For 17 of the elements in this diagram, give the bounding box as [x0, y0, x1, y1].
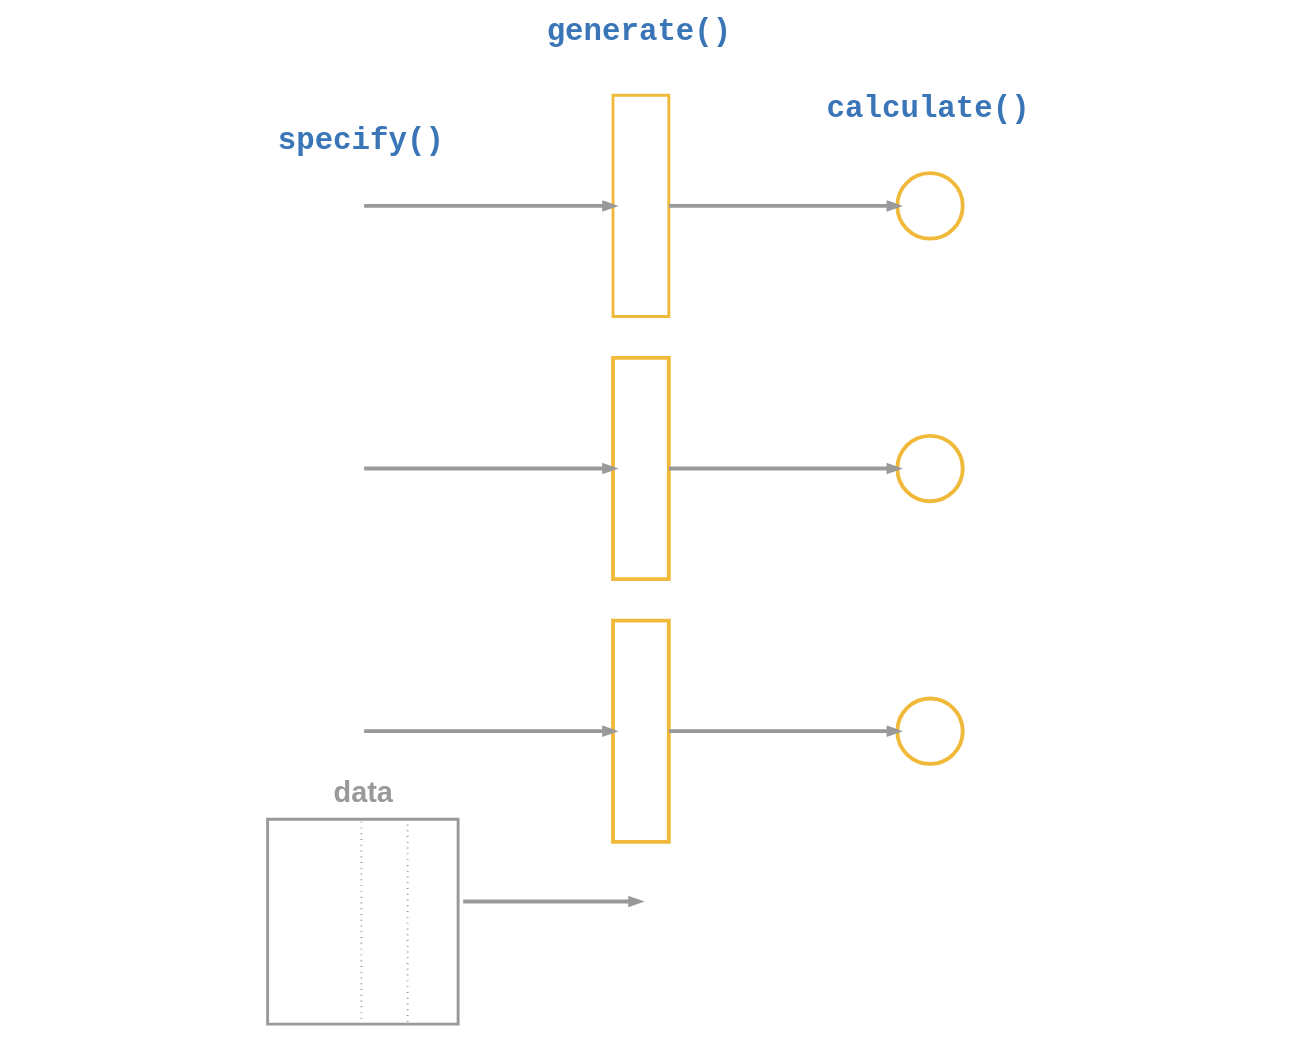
node-box: [611, 93, 671, 318]
arrow: [668, 725, 903, 737]
node-circle: [895, 696, 965, 766]
node-circle: [895, 171, 965, 241]
node-label: data: [333, 776, 393, 809]
arrow: [364, 462, 619, 475]
node-box: [611, 355, 671, 582]
label: generate(): [546, 13, 732, 49]
label: calculate(): [826, 91, 1030, 127]
arrow: [668, 462, 903, 475]
node-box: [611, 618, 671, 844]
arrow: [668, 200, 903, 212]
arrow: [364, 725, 619, 737]
arrow: [364, 200, 619, 212]
node-circle: [895, 433, 965, 504]
label: specify(): [277, 123, 444, 159]
arrow: [463, 895, 645, 908]
